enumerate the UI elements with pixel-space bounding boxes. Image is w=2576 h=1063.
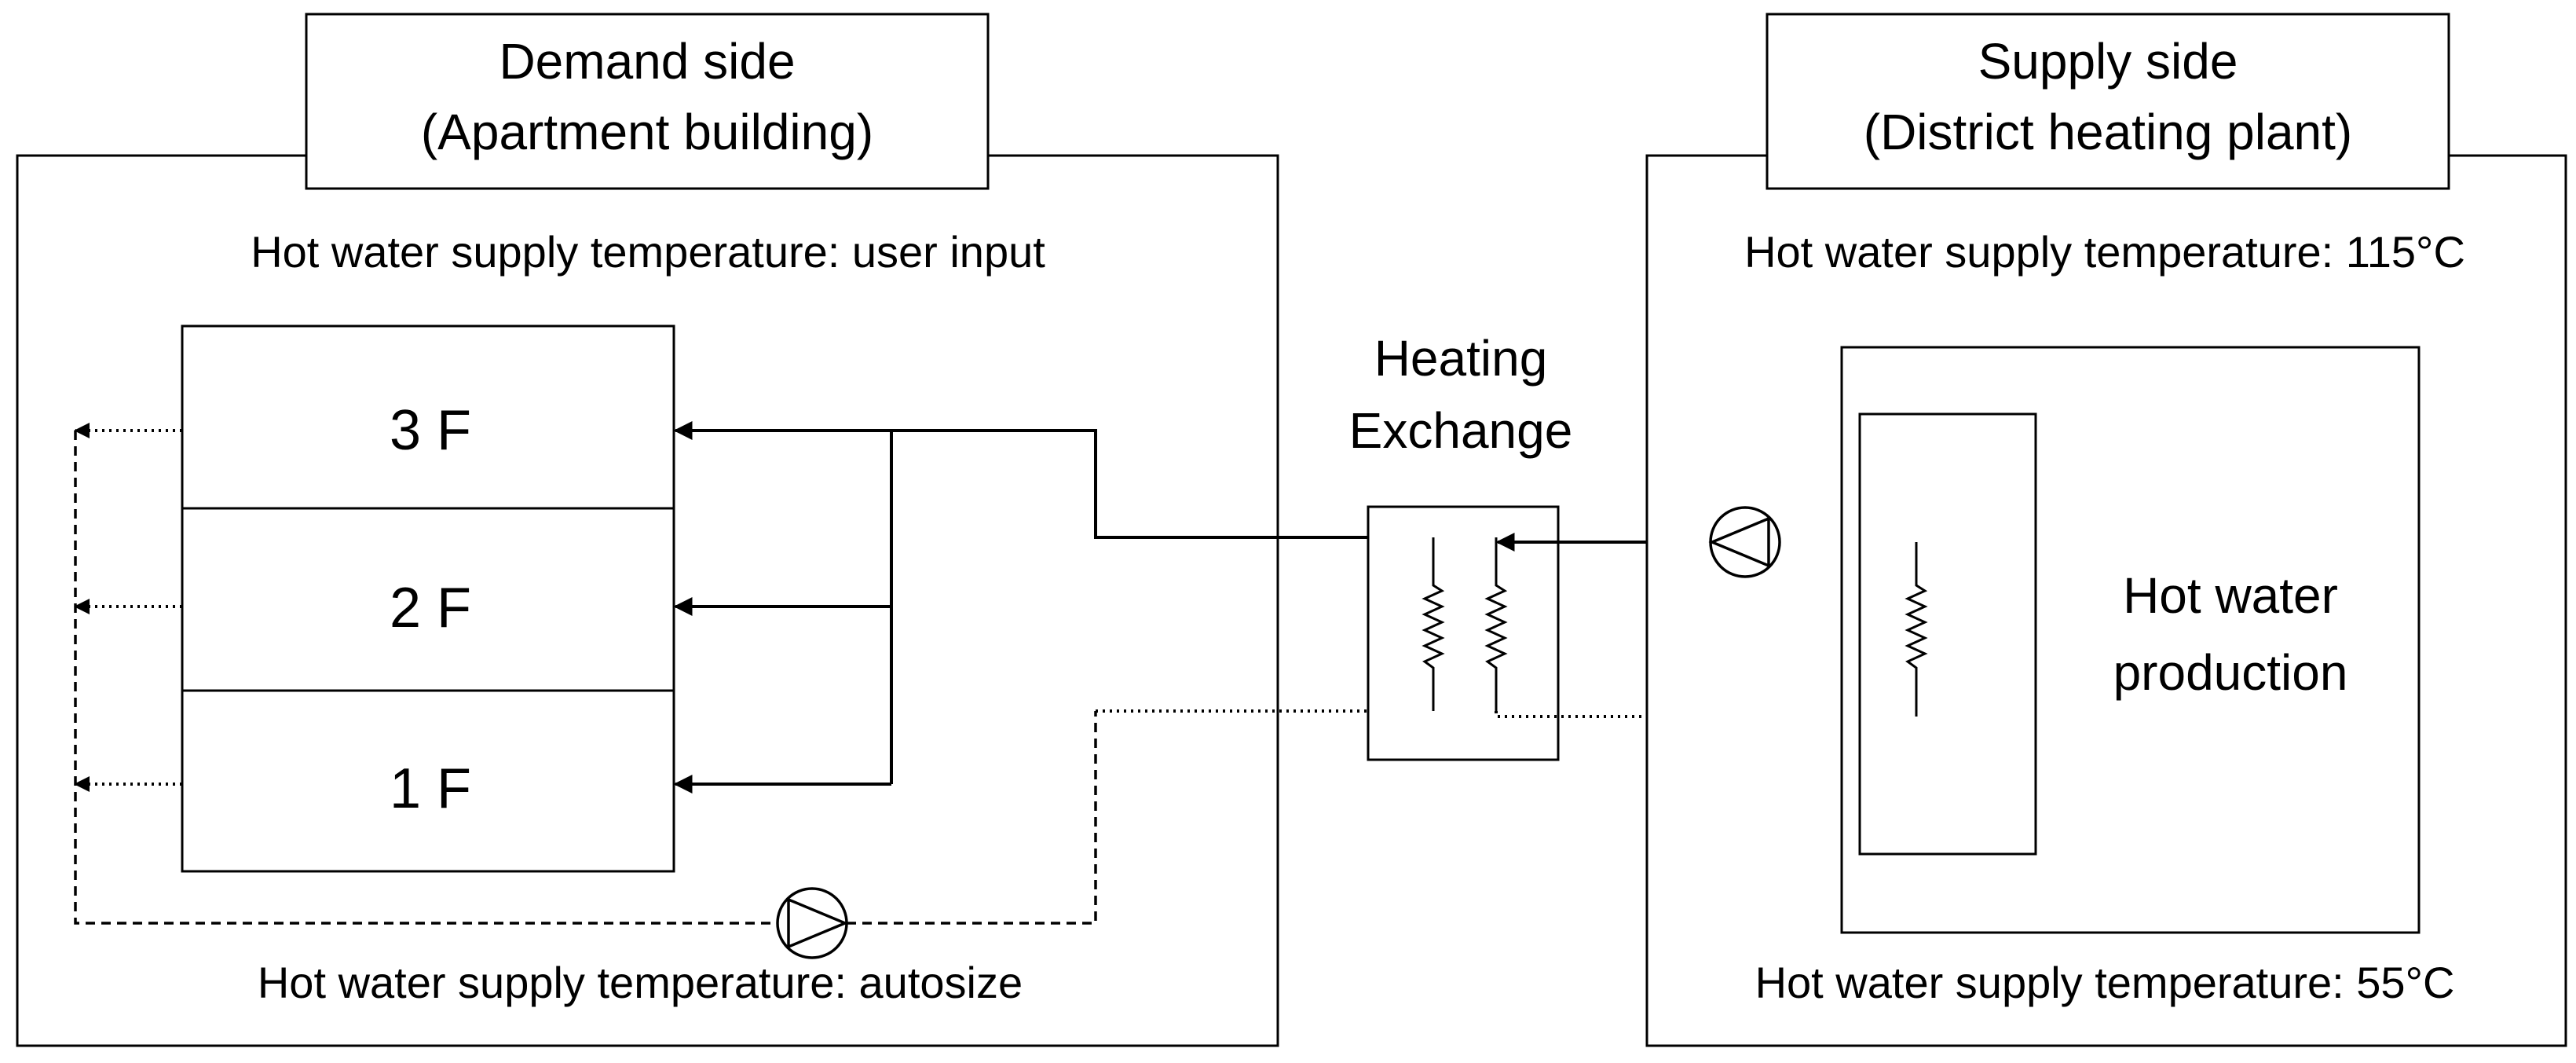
supply-side-subtitle: (District heating plant)	[1864, 104, 2352, 160]
plant-return-from-exchanger	[1495, 709, 1918, 724]
heating-coil-icon	[1905, 542, 1928, 717]
supply-side-title-box	[1766, 13, 2450, 190]
production-sublabel: production	[2113, 644, 2348, 701]
exchanger-title: Heating	[1374, 330, 1548, 387]
floor-3	[181, 324, 675, 510]
demand-top-label: Hot water supply temperature: user input	[251, 227, 1045, 277]
floor-3-label: 3 F	[390, 399, 471, 462]
demand-bottom-label: Hot water supply temperature: autosize	[258, 958, 1023, 1007]
pump-icon	[1708, 506, 1781, 578]
floor-1-label: 1 F	[390, 757, 471, 820]
return-loop	[74, 431, 778, 925]
supply-top-label: Hot water supply temperature: 115°C	[1744, 227, 2465, 277]
floor-1	[181, 689, 675, 873]
heating-coil-icon	[1422, 537, 1508, 711]
demand-side-subtitle: (Apartment building)	[421, 104, 873, 160]
heat-exchanger	[1367, 505, 1560, 761]
production-label: Hot water	[2123, 567, 2338, 624]
pump-icon	[776, 887, 849, 959]
apartment-building: 3 F 2 F 1 F	[181, 324, 675, 873]
demand-return-pipes	[74, 423, 1435, 925]
demand-side-title: Demand side	[499, 33, 795, 90]
demand-side-title-box	[305, 13, 990, 190]
floor-2	[181, 507, 675, 692]
floor-2-label: 2 F	[390, 577, 471, 640]
supply-side-title: Supply side	[1978, 33, 2238, 90]
exchanger-subtitle: Exchange	[1349, 402, 1573, 459]
demand-supply-pipes	[673, 421, 1441, 794]
boiler	[1858, 412, 2037, 856]
supply-bottom-label: Hot water supply temperature: 55°C	[1755, 958, 2455, 1007]
